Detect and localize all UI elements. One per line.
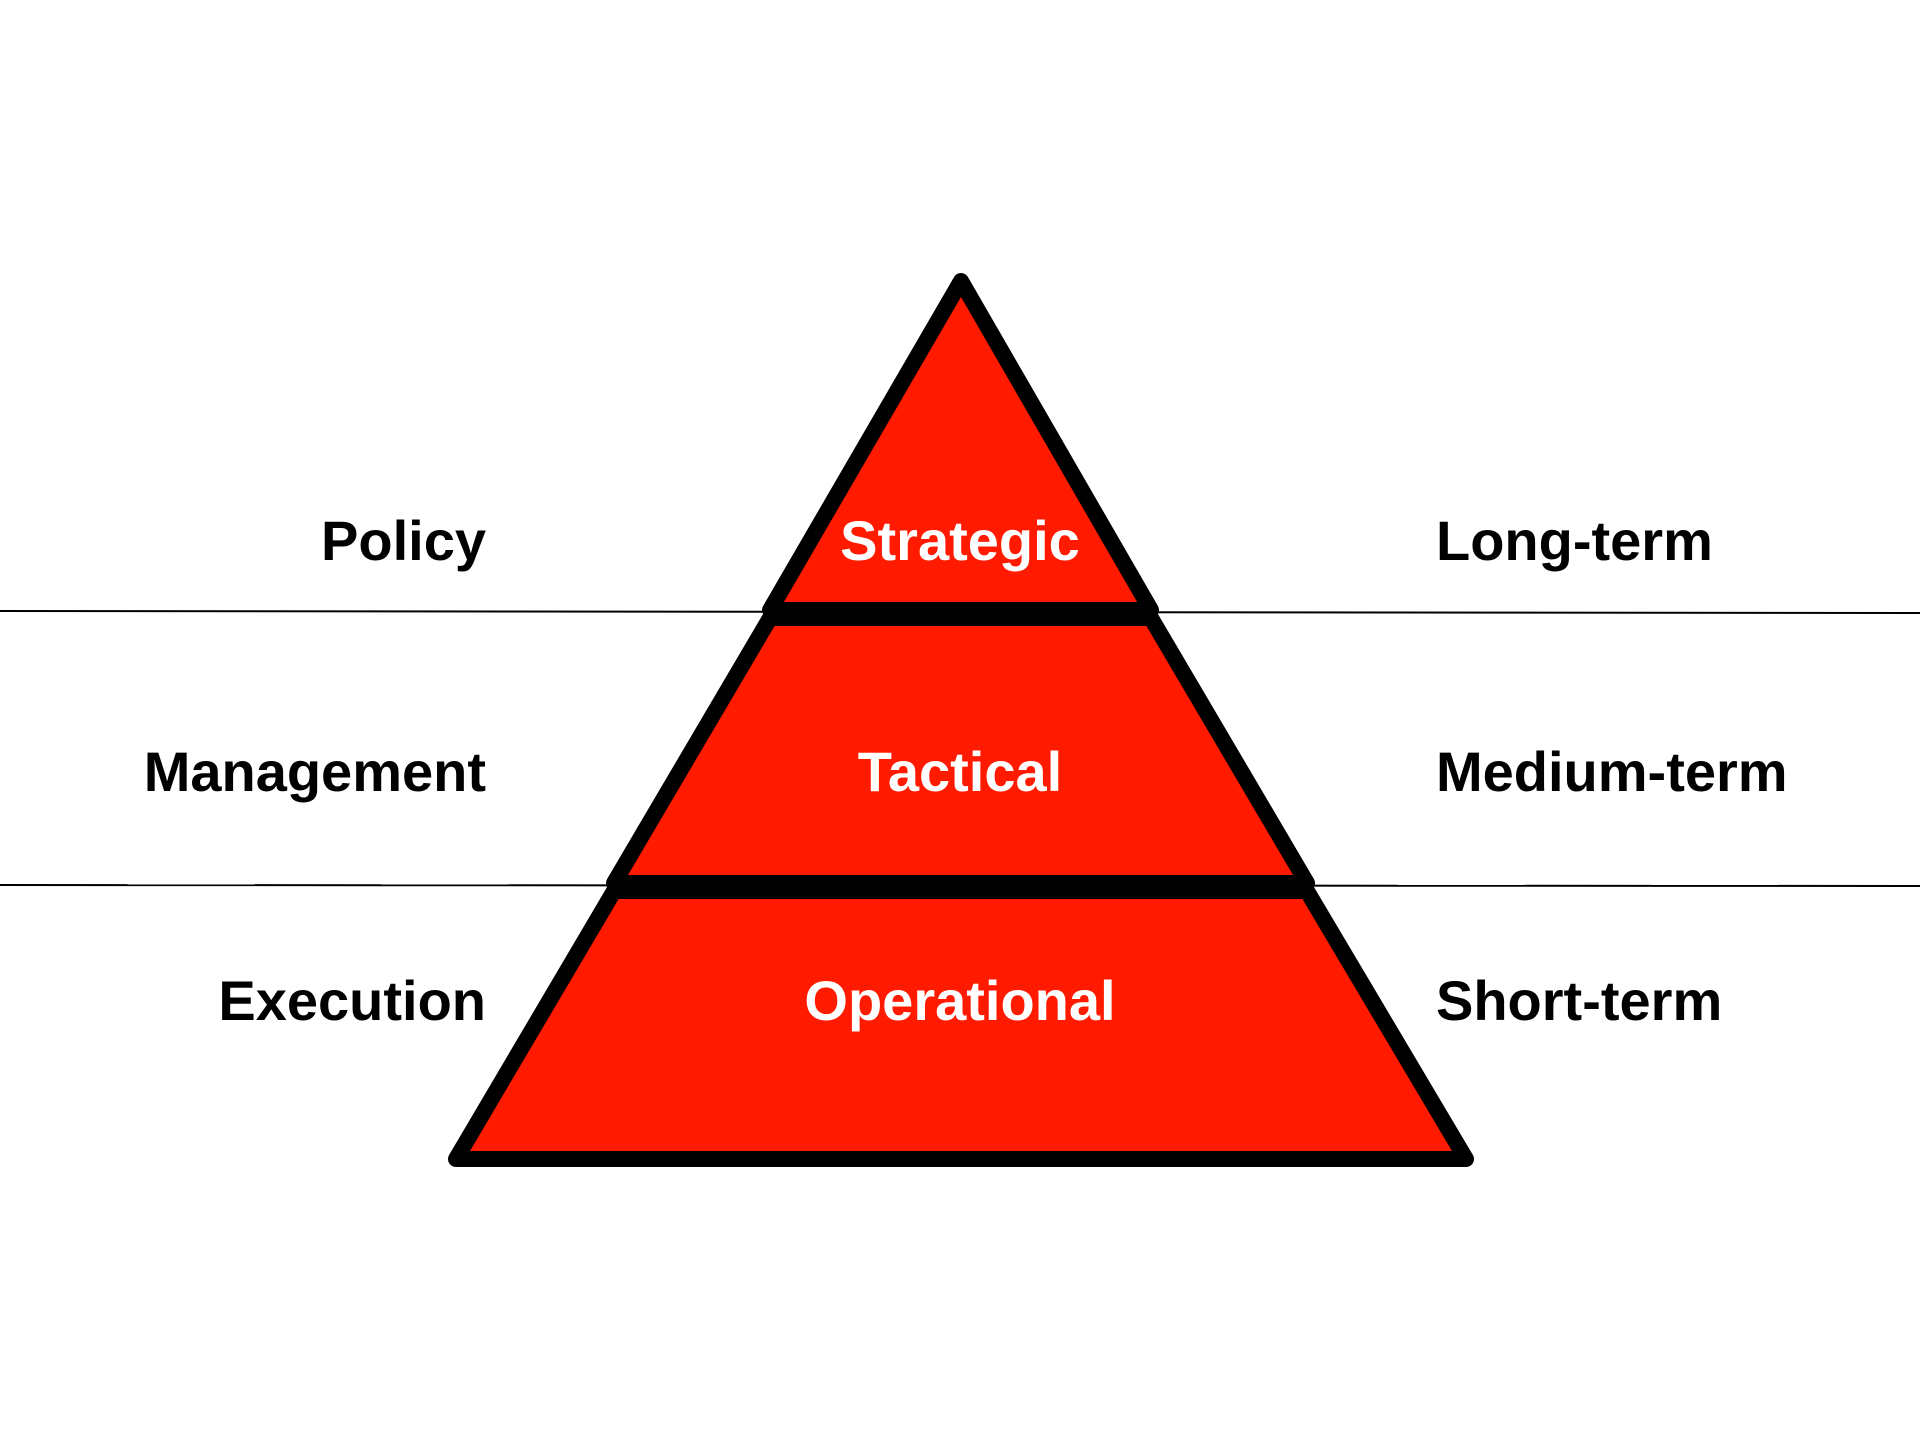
left-label-policy: Policy: [321, 509, 486, 572]
right-label-short-term: Short-term: [1436, 969, 1722, 1032]
level-label-strategic: Strategic: [840, 509, 1080, 572]
left-label-management: Management: [144, 740, 486, 803]
right-label-long-term: Long-term: [1436, 509, 1713, 572]
pyramid-tier-operational: [448, 883, 1474, 1167]
level-label-operational: Operational: [804, 969, 1115, 1032]
left-label-execution: Execution: [218, 969, 486, 1032]
right-label-medium-term: Medium-term: [1436, 740, 1788, 803]
level-label-tactical: Tactical: [858, 740, 1062, 803]
